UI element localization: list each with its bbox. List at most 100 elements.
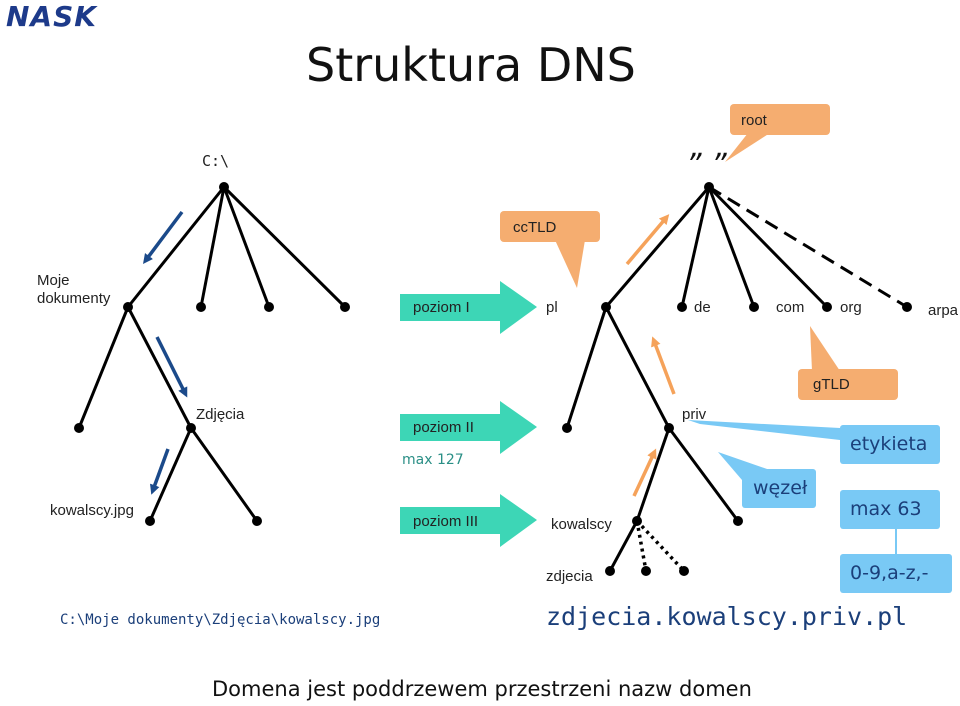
dns-arpa-label: arpa: [928, 302, 959, 319]
level3-label: poziom III: [413, 513, 479, 530]
tree-node: [186, 423, 196, 433]
filesystem-nodes: [74, 182, 350, 526]
dns-priv-label: priv: [682, 406, 707, 423]
tree-node: [196, 302, 206, 312]
gtld-callout: [798, 326, 898, 400]
root-callout: [725, 104, 830, 162]
dns-fqdn: zdjecia.kowalscy.priv.pl: [546, 602, 908, 631]
cctld-callout: [500, 211, 600, 288]
edge: [222, 185, 347, 309]
page-title: Struktura DNS: [306, 38, 636, 92]
edge: [148, 427, 193, 522]
edge: [707, 186, 756, 308]
etykieta-box: [840, 425, 940, 464]
fs-moje-line2: dokumenty: [37, 290, 111, 307]
fs-file-label: kowalscy.jpg: [50, 502, 134, 519]
callout-pointer: [810, 326, 840, 371]
tree-node: [641, 566, 651, 576]
path-arrow: [150, 448, 170, 495]
dns-tree: [565, 185, 908, 572]
chars-box: [840, 554, 952, 593]
edge: [222, 186, 271, 308]
filesystem-path-arrows: [143, 210, 188, 495]
callout-pointer: [555, 240, 585, 288]
tree-node: [123, 302, 133, 312]
tree-node: [74, 423, 84, 433]
dns-kowalscy-label: kowalscy: [551, 516, 612, 533]
edge: [604, 306, 671, 429]
tree-node: [677, 302, 687, 312]
fs-full-path: C:\Moje dokumenty\Zdjęcia\kowalscy.jpg: [60, 612, 381, 628]
level-arrows: [400, 281, 537, 547]
tree-node: [679, 566, 689, 576]
wezel-box: [742, 469, 816, 508]
nask-logo: NASK: [6, 0, 97, 33]
path-arrow: [155, 336, 188, 398]
dns-dotted-edges: [635, 519, 686, 573]
path-arrow: [625, 214, 670, 266]
dns-de-label: de: [694, 299, 711, 316]
callout-box: [500, 211, 600, 242]
edge: [667, 427, 740, 522]
edge: [608, 520, 639, 572]
tree-node: [605, 566, 615, 576]
edge-dotted: [635, 520, 648, 572]
tree-node: [145, 516, 155, 526]
dns-path-arrows: [625, 214, 676, 497]
tree-node: [632, 516, 642, 526]
level1-label: poziom I: [413, 299, 470, 316]
tree-node: [664, 423, 674, 433]
callout-pointer: [725, 133, 770, 162]
edge: [604, 186, 711, 308]
dns-org-label: org: [840, 299, 862, 316]
tree-node: [340, 302, 350, 312]
tree-node: [562, 423, 572, 433]
edge-dashed: [708, 185, 908, 309]
callout-box: [730, 104, 830, 135]
legend-wezel: węzeł: [753, 477, 808, 499]
level-arrow-2: [400, 401, 537, 454]
edge: [707, 185, 829, 309]
tree-node: [749, 302, 759, 312]
edge: [77, 306, 130, 429]
dns-root-quotes: ” ”: [686, 148, 727, 183]
tree-node: [822, 302, 832, 312]
legend-max63: max 63: [850, 498, 922, 520]
dns-pl-label: pl: [546, 299, 558, 316]
fs-moje-line1: Moje: [37, 272, 70, 289]
legend-chars: 0-9,a-z,-: [850, 562, 929, 584]
tree-node: [601, 302, 611, 312]
filesystem-tree: [77, 185, 347, 522]
dns-nodes: [562, 182, 912, 576]
tree-node: [704, 182, 714, 192]
edge: [199, 186, 226, 308]
root-callout-label: root: [741, 112, 767, 129]
level-arrow-1: [400, 281, 537, 334]
path-arrow: [632, 448, 657, 497]
level-arrow-3: [400, 494, 537, 547]
gtld-callout-label: gTLD: [813, 376, 850, 393]
edge: [126, 186, 226, 308]
edge: [565, 306, 608, 429]
path-arrow: [143, 210, 184, 264]
tree-node: [902, 302, 912, 312]
tree-node: [733, 516, 743, 526]
edge: [189, 427, 259, 522]
etykieta-pointer: [688, 420, 840, 440]
cctld-callout-label: ccTLD: [513, 219, 557, 236]
dns-zdjecia-label: zdjecia: [546, 568, 593, 585]
fs-root-label: C:\: [202, 152, 230, 170]
fs-moje-label: Moje dokumenty: [37, 272, 110, 308]
edge: [635, 427, 671, 522]
legend-etykieta: etykieta: [850, 433, 928, 455]
edge-dotted: [635, 519, 686, 573]
path-arrow: [651, 336, 676, 395]
legend-shapes: [688, 420, 952, 593]
edge: [680, 186, 711, 308]
fs-zdjecia-label: Zdjęcia: [196, 406, 245, 423]
level2-note: max 127: [402, 452, 464, 468]
level2-label: poziom II: [413, 419, 474, 436]
max63-box: [840, 490, 940, 529]
dns-com-label: com: [776, 299, 805, 316]
